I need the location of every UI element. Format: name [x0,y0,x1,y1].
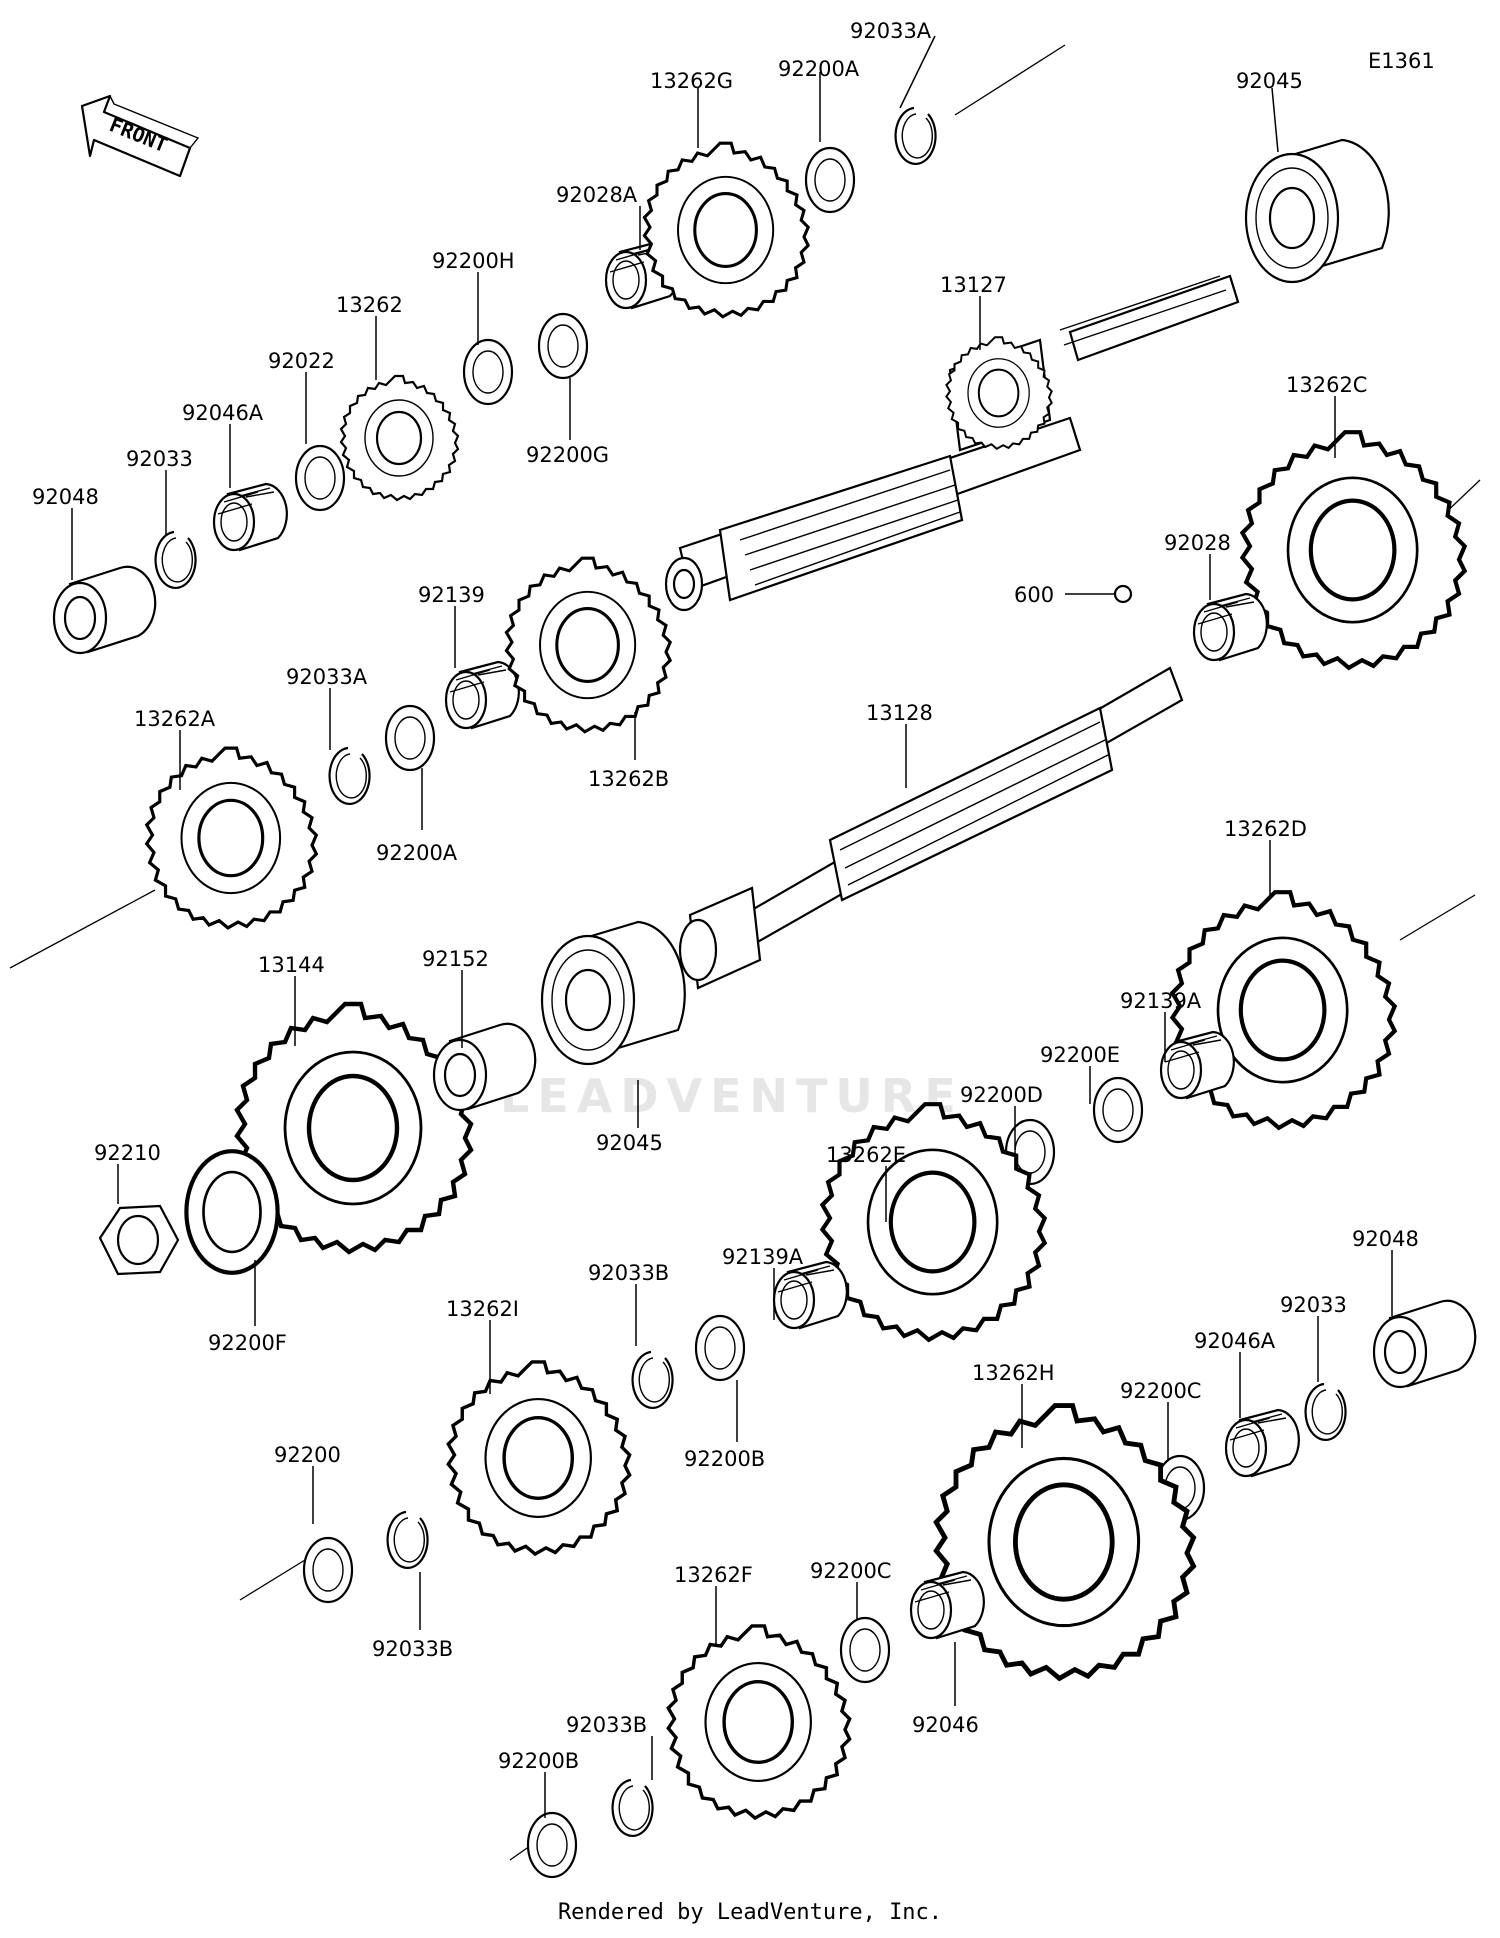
part-600-dot [1113,584,1133,604]
callout-92200a: 92200A [778,57,860,81]
callout-92139a-2: 92139A [722,1245,804,1269]
part-92200e-washer [1092,1076,1144,1144]
callout-13262h: 13262H [972,1361,1055,1385]
part-13262f-gear [666,1624,852,1820]
part-92028-bearing [1192,592,1268,662]
callout-92200f: 92200F [208,1331,287,1355]
callout-92200c-2: 92200C [810,1559,891,1583]
callout-92033b: 92033B [588,1261,669,1285]
callout-92033: 92033 [126,447,193,471]
callout-13262c: 13262C [1286,373,1367,397]
diagram-code: E1361 [1368,49,1435,73]
callout-92200c: 92200C [1120,1379,1201,1403]
callout-92200b: 92200B [684,1447,765,1471]
part-92139-bushing [444,660,520,730]
shaft-13127 [664,274,1240,612]
callout-92033b-2: 92033B [372,1637,453,1661]
callout-13128: 13128 [866,701,933,725]
callout-92048: 92048 [32,485,99,509]
part-92022-washer [294,444,346,512]
callout-labels: 92033A 13262G 92200A 92045 92028A 92200H… [32,19,1419,1773]
callout-92045-2: 92045 [596,1131,663,1155]
part-92046a-needle-bearing [212,482,288,552]
part-92200g-washer [537,312,589,380]
callout-13262d: 13262D [1224,817,1307,841]
callout-92200e: 92200E [1040,1043,1120,1067]
part-13262c-gear [1242,432,1464,668]
part-92045-ball-bearing-2 [540,920,686,1066]
callout-92033a: 92033A [850,19,932,43]
callout-92028a: 92028A [556,183,638,207]
shaft-13128 [678,666,1184,990]
callout-92200b-2: 92200B [498,1749,579,1773]
callout-92033-2: 92033 [1280,1293,1347,1317]
part-92033-ring-2 [1304,1382,1347,1442]
part-92200b-washer-2 [526,1811,578,1879]
callout-13127: 13127 [940,273,1007,297]
callout-92200g: 92200G [526,443,609,467]
part-92045-ball-bearing [1244,138,1390,284]
callout-600: 600 [1014,583,1054,607]
part-92200f-washer [186,1151,277,1273]
callout-92048-2: 92048 [1352,1227,1419,1251]
callout-92033b-3: 92033B [566,1713,647,1737]
part-92200c-washer-2 [839,1616,891,1684]
part-92048-collar-2 [1372,1299,1477,1389]
part-13262b-gear [504,556,672,734]
part-13262i-gear [446,1360,632,1556]
part-92033b-ring-2 [386,1510,429,1570]
part-92200-washer [302,1536,354,1604]
callout-92046a-2: 92046A [1194,1329,1276,1353]
callout-92022: 92022 [268,349,335,373]
part-13262h-gear [936,1406,1193,1679]
part-92048-collar [52,565,157,655]
part-13262-gear [339,374,460,502]
part-92200a-washer-2 [384,704,436,772]
callout-13262f: 13262F [674,1563,753,1587]
callout-92152: 92152 [422,947,489,971]
callout-92033a-2: 92033A [286,665,368,689]
callout-13144: 13144 [258,953,325,977]
part-92033a-ring-2 [328,746,371,806]
callout-92200a-2: 92200A [376,841,458,865]
watermark: LEADVENTURE [500,1069,964,1123]
part-92210-nut [98,1204,180,1276]
front-label: FRONT [106,112,171,157]
leader-lines [71,35,1393,1818]
part-92033-ring [154,530,197,590]
callout-92045: 92045 [1236,69,1303,93]
part-13262a-gear [145,746,318,930]
callout-13262a: 13262A [134,707,216,731]
callout-13262e: 13262E [826,1143,906,1167]
front-arrow-icon: FRONT [80,94,200,178]
part-92033b-ring-3 [611,1778,654,1838]
callout-92200d: 92200D [960,1083,1043,1107]
callout-92028: 92028 [1164,531,1231,555]
callout-13262b: 13262B [588,767,669,791]
part-92139a-bearing-2 [772,1260,848,1330]
callout-92046: 92046 [912,1713,979,1737]
part-92200h-washer [462,338,514,406]
part-92033b-ring [631,1350,674,1410]
part-92200a-washer [804,146,856,214]
callout-13262g: 13262G [650,69,733,93]
credit-text: Rendered by LeadVenture, Inc. [557,1900,943,1925]
callout-13262: 13262 [336,293,403,317]
callout-92210: 92210 [94,1141,161,1165]
callout-92139a: 92139A [1120,989,1202,1013]
part-92200b-washer [694,1314,746,1382]
callout-92200: 92200 [274,1443,341,1467]
callout-92200h: 92200H [432,249,515,273]
part-92046a-needle-bearing-2 [1224,1408,1300,1478]
part-92033a-ring [894,106,937,166]
callout-13262i: 13262I [446,1297,519,1321]
callout-92139: 92139 [418,583,485,607]
callout-92046a: 92046A [182,401,264,425]
